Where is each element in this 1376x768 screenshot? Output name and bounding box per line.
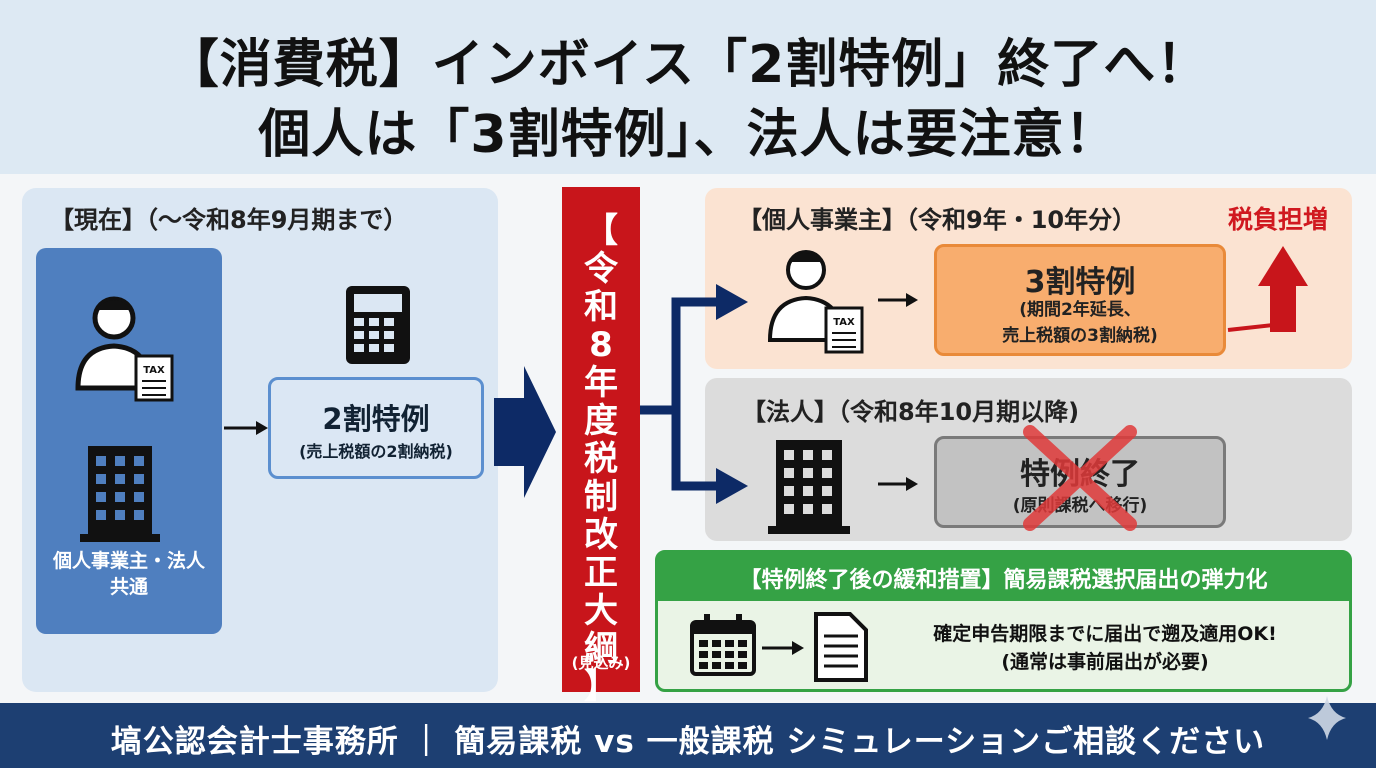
- person-tax-icon-right: TAX: [767, 250, 864, 354]
- two-wari-title: 2割特例: [322, 402, 430, 436]
- arrow-head-corporation: [716, 468, 748, 504]
- reform-text-char: 度: [584, 401, 618, 441]
- individual-header: 【個人事業主】（令和9年・10年分）: [738, 206, 1137, 234]
- big-arrow-icon: [494, 366, 556, 498]
- three-wari-title: 3割特例: [1024, 265, 1136, 300]
- three-wari-sub-line2: 売上税額の3割納税): [1002, 326, 1158, 346]
- arrow-to-end: [878, 477, 918, 491]
- reform-text-char: 正: [584, 553, 618, 593]
- reform-text-char: 大: [584, 591, 618, 631]
- reform-text-char: 】: [584, 667, 618, 707]
- common-label-line2: 共通: [109, 576, 148, 598]
- tax-badge-left: TAX: [143, 365, 165, 376]
- common-label-line1: 個人事業主・法人: [52, 550, 205, 572]
- branch-arrows: [640, 297, 720, 491]
- sparkle-icon: [1308, 696, 1346, 740]
- reform-text-char: 【: [584, 211, 618, 251]
- three-wari-box: 3割特例 (期間2年延長、 売上税額の3割納税): [934, 244, 1226, 356]
- arrow-to-two-wari: [224, 421, 268, 435]
- relief-body: 確定申告期限までに届出で遡及適用OK! (通常は事前届出が必要): [870, 620, 1340, 676]
- reform-note: (見込み): [571, 654, 631, 672]
- three-wari-sub-line1: (期間2年延長、: [1019, 300, 1141, 320]
- arrow-head-individual: [716, 284, 748, 320]
- reform-text-char: 令: [584, 249, 618, 289]
- calendar-icon: [690, 614, 756, 676]
- page-title-line2: 個人は「3割特例」、法人は要注意！: [258, 105, 1118, 165]
- current-header: 【現在】（〜令和8年9月期まで）: [50, 206, 408, 234]
- relief-header: 【特例終了後の緩和措置】簡易課税選択届出の弾力化: [739, 568, 1268, 593]
- reform-text-char: 年: [584, 363, 618, 403]
- up-arrow-icon: [1227, 246, 1308, 332]
- arrow-to-document: [762, 641, 804, 655]
- calculator-icon: [346, 286, 410, 364]
- relief-body-line2: (通常は事前届出が必要): [1001, 651, 1209, 673]
- page-title-line1: 【消費税】インボイス「2割特例」終了へ！: [166, 35, 1210, 95]
- reform-bar: [562, 187, 640, 692]
- reform-text-char: 制: [584, 477, 618, 517]
- building-icon-right: [768, 440, 850, 534]
- three-wari-sub: (期間2年延長、 売上税額の3割納税): [937, 297, 1223, 349]
- reform-text-char: 綱: [584, 629, 618, 669]
- two-wari-box: 2割特例 (売上税額の2割納税): [268, 377, 484, 479]
- tax-badge-right: TAX: [833, 317, 855, 328]
- footer-text: 塙公認会計士事務所 ｜ 簡易課税 vs 一般課税 シミュレーションご相談ください: [110, 724, 1266, 760]
- reform-text-char: 和: [584, 287, 618, 327]
- title-band: 【消費税】インボイス「2割特例」終了へ！ 個人は「3割特例」、法人は要注意！: [0, 0, 1376, 174]
- document-icon: [814, 612, 868, 682]
- person-tax-icon: TAX: [75, 296, 174, 402]
- cross-mark-icon: [1023, 425, 1137, 531]
- common-label: 個人事業主・法人 共通: [36, 548, 222, 600]
- corporation-header: 【法人】（令和8年10月期以降): [742, 398, 1080, 426]
- footer-bar: [0, 703, 1376, 768]
- two-wari-sub: (売上税額の2割納税): [299, 442, 453, 461]
- relief-header-bar: [658, 553, 1349, 601]
- building-icon: [80, 446, 160, 542]
- reform-text-char: 税: [584, 439, 618, 479]
- reform-text-char: 8: [589, 325, 613, 365]
- burden-label: 税負担増: [1228, 205, 1329, 234]
- relief-body-line1: 確定申告期限までに届出で遡及適用OK!: [933, 623, 1277, 645]
- reform-text-char: 改: [584, 515, 618, 555]
- arrow-to-three-wari: [878, 293, 918, 307]
